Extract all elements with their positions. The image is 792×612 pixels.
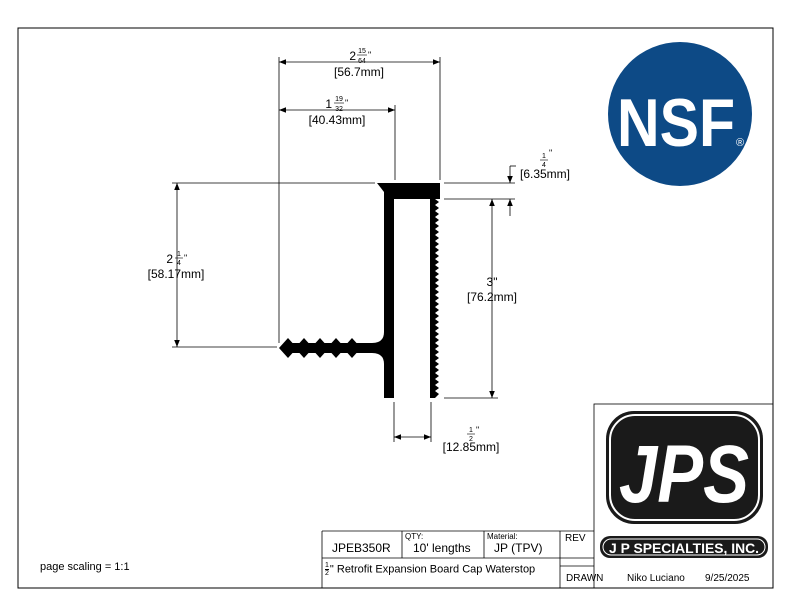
part-number: JPEB350R [332, 541, 391, 555]
drawn-date: 9/25/2025 [705, 573, 750, 584]
dim-inner-width: 1 19 32 " [40.43mm] [309, 96, 366, 127]
dim-bottom-mm: [12.85mm] [443, 440, 500, 454]
dim-wall-mm: [76.2mm] [467, 290, 517, 304]
dim-overall-mm: [56.7mm] [334, 65, 384, 79]
nsf-logo-circle [608, 42, 752, 186]
profile-fillet [372, 353, 384, 364]
dim-inner-mm: [40.43mm] [309, 113, 366, 127]
profile-fillet [372, 332, 384, 343]
dim-cap-thickness: 1 4 " [6.35mm] [520, 148, 570, 181]
dim-left-num: 1 [177, 251, 181, 258]
dim-wall-height: 3" [76.2mm] [467, 275, 517, 304]
drawn-by: Niko Luciano [627, 573, 685, 584]
part-description: 1 2 " Retrofit Expansion Board Cap Water… [325, 562, 535, 577]
jp-specialties-logo: JPS J P SPECIALTIES, INC. [600, 411, 768, 558]
profile-bulb [279, 338, 297, 358]
dim-left-den: 4 [177, 260, 181, 267]
dimension-lines [172, 57, 516, 442]
jp-logo-banner [600, 536, 768, 558]
profile-bulb [327, 338, 345, 358]
dim-inner-num: 19 [335, 96, 343, 103]
dim-overall-whole: 2 [349, 49, 356, 63]
dim-overall-den: 64 [358, 58, 366, 65]
waterstop-profile [279, 183, 440, 398]
description-text: Retrofit Expansion Board Cap Waterstop [336, 563, 536, 576]
dim-bottom-width: 1 2 " [12.85mm] [443, 425, 500, 454]
profile-bulb [343, 338, 361, 358]
dim-wall-value: 3" [487, 275, 498, 289]
dim-thick-num: 1 [542, 153, 546, 160]
description-frac-den: 2 [325, 570, 329, 577]
drawn-label: DRAWN [566, 573, 604, 584]
dim-bottom-num: 1 [469, 427, 473, 434]
title-block [321, 403, 774, 589]
description-frac-num: 1 [325, 562, 329, 570]
jp-logo-letters: JPS [619, 429, 749, 520]
page-scaling: page scaling = 1:1 [40, 561, 130, 573]
profile-bulb [311, 338, 329, 358]
profile-bulb [295, 338, 313, 358]
sheet-border [17, 27, 774, 589]
dim-overall-num: 15 [358, 48, 366, 55]
dim-bottom-den: 2 [469, 436, 473, 443]
dim-thick-mm: [6.35mm] [520, 167, 570, 181]
material-value: JP (TPV) [494, 541, 543, 555]
dim-left-mm: [58.17mm] [148, 267, 205, 281]
dim-inner-den: 32 [335, 106, 343, 113]
dim-inner-whole: 1 [325, 97, 332, 111]
dim-thick-unit: " [549, 148, 552, 158]
dim-left-unit: " [184, 253, 187, 263]
dim-overall-width: 2 15 64 " [56.7mm] [334, 48, 384, 79]
qty-label: QTY: [405, 532, 424, 541]
description-unit: " [329, 563, 334, 576]
material-label: Material: [487, 532, 518, 541]
dim-flange-height: 2 1 4 " [58.17mm] [148, 251, 205, 281]
nsf-logo: NSF ® [608, 42, 752, 186]
dim-bottom-unit: " [476, 425, 479, 435]
dim-inner-unit: " [345, 98, 348, 108]
jp-logo-badge [606, 411, 763, 524]
qty-value: 10' lengths [413, 541, 471, 555]
dim-overall-unit: " [368, 50, 371, 60]
profile-right-wall [430, 199, 439, 398]
dim-thick-den: 4 [542, 162, 546, 169]
jp-logo-banner-text: J P SPECIALTIES, INC. [609, 540, 759, 556]
rev-label: REV [565, 533, 586, 544]
nsf-logo-text: NSF [617, 85, 735, 161]
dim-left-whole: 2 [166, 252, 173, 266]
nsf-registered-mark: ® [736, 137, 744, 149]
profile-left-wall [384, 192, 394, 398]
